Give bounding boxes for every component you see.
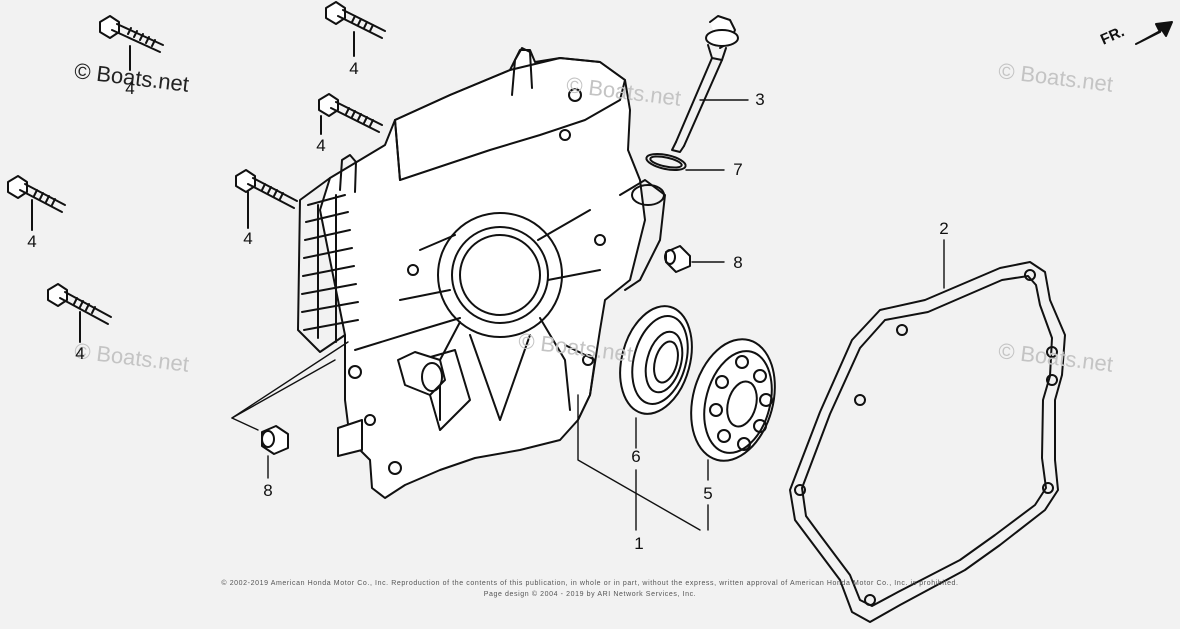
callout-part-1[interactable]: 1 [634, 534, 644, 553]
o-ring [645, 152, 687, 172]
case-cover [297, 47, 666, 499]
page-design-credit: Page design © 2004 - 2019 by ARI Network… [483, 591, 697, 598]
callout-part-3[interactable]: 3 [755, 90, 765, 109]
oil-level-gauge [671, 15, 739, 153]
callout-part-8[interactable]: 8 [263, 481, 273, 500]
callout-part-4[interactable]: 4 [125, 79, 135, 98]
bolt-4-mid-left [318, 93, 383, 135]
callout-part-4[interactable]: 4 [316, 136, 326, 155]
bolt-4-mid-center [235, 169, 298, 229]
dowel-pin-lower [261, 425, 289, 455]
callout-part-4[interactable]: 4 [349, 59, 359, 78]
bolt-4-top-left [99, 15, 164, 71]
callout-part-4[interactable]: 4 [75, 344, 85, 363]
callout-part-8[interactable]: 8 [733, 253, 743, 272]
leader-lines [231, 99, 945, 531]
copyright-notice: © 2002-2019 American Honda Motor Co., In… [221, 580, 959, 587]
oil-seal [619, 305, 693, 415]
bolt-4-top-center [325, 1, 386, 57]
callout-part-4[interactable]: 4 [243, 229, 253, 248]
front-direction-arrow-icon [1135, 21, 1173, 45]
bolt-4-far-left-lower [47, 283, 112, 343]
callout-part-2[interactable]: 2 [939, 219, 949, 238]
dowel-pin-upper [664, 245, 691, 273]
case-cover-gasket [789, 261, 1066, 623]
bolt-4-far-left-upper [7, 175, 66, 231]
callout-part-6[interactable]: 6 [631, 447, 641, 466]
callout-part-5[interactable]: 5 [703, 484, 713, 503]
callout-part-4[interactable]: 4 [27, 232, 37, 251]
ball-bearing [690, 338, 776, 462]
callout-part-7[interactable]: 7 [733, 160, 743, 179]
